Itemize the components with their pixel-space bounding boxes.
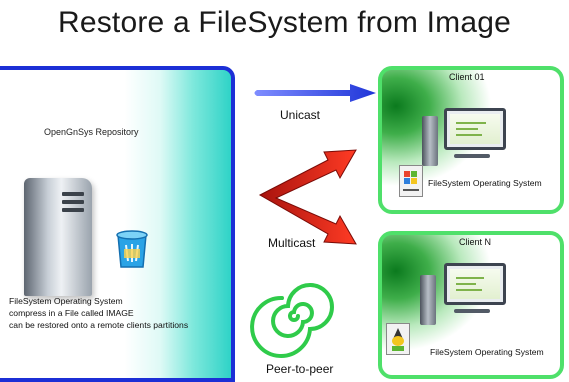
multicast-arrow [258, 149, 357, 245]
client-panel: Client N FileSystem Operating System [378, 231, 564, 379]
server-icon [24, 178, 92, 296]
image-file-icon [116, 230, 148, 268]
repository-panel: OpenGnSys Repository FileSystem Operatin… [0, 66, 235, 382]
repository-description-line: FileSystem Operating System [9, 296, 123, 306]
repository-description-line: can be restored onto a remote clients pa… [9, 320, 189, 330]
unicast-label: Unicast [280, 108, 321, 122]
repository-description-line: compress in a File called IMAGE [9, 308, 134, 318]
monitor-icon [444, 263, 506, 305]
transfer-arrows [250, 84, 376, 358]
computer-tower-icon [422, 116, 438, 166]
client-os-label: FileSystem Operating System [430, 347, 544, 357]
computer-tower-icon [420, 275, 436, 325]
peer-to-peer-label: Peer-to-peer [266, 362, 334, 376]
operating-system-icon [386, 323, 410, 355]
operating-system-icon [399, 165, 423, 197]
monitor-icon [444, 108, 506, 150]
client-panel: Client 01 FileSystem Operating System [378, 66, 564, 214]
repository-description: FileSystem Operating System compress in … [9, 295, 188, 331]
client-name: Client N [459, 237, 492, 247]
unicast-arrow [254, 84, 376, 102]
multicast-label: Multicast [268, 236, 316, 250]
client-name: Client 01 [449, 72, 485, 82]
client-os-label: FileSystem Operating System [428, 178, 542, 188]
repository-name: OpenGnSys Repository [44, 127, 139, 137]
peer-to-peer-spiral-icon [250, 283, 334, 358]
page-title: Restore a FileSystem from Image [57, 6, 511, 39]
